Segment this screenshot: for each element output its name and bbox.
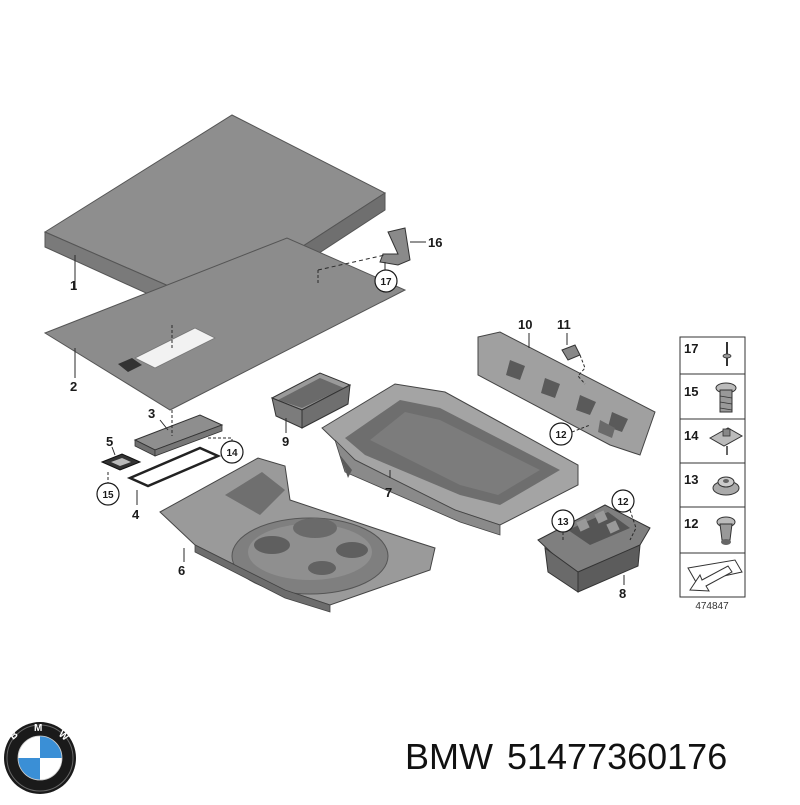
svg-text:15: 15 xyxy=(102,490,114,501)
part-number: 51477360176 xyxy=(506,736,728,777)
part-2-mat xyxy=(43,237,407,411)
circled-callout-12-panel: 12 xyxy=(549,422,591,446)
legend-13: 13 xyxy=(684,472,698,487)
legend-12: 12 xyxy=(684,516,698,531)
svg-text:14: 14 xyxy=(226,448,238,459)
callout-1: 1 xyxy=(70,278,77,293)
screw-icon xyxy=(715,382,737,413)
callout-2: 2 xyxy=(70,379,77,394)
svg-text:12: 12 xyxy=(555,430,567,441)
part-10-rear-panel xyxy=(477,331,656,456)
callout-10: 10 xyxy=(518,317,532,332)
part-6-wheel-tray xyxy=(159,457,436,613)
part-5-grommet xyxy=(100,446,142,483)
part-11-clip xyxy=(561,333,586,385)
diagram-id: 474847 xyxy=(695,601,729,612)
svg-text:17: 17 xyxy=(380,277,392,288)
callout-8: 8 xyxy=(619,586,626,601)
callout-11: 11 xyxy=(557,317,571,332)
part-3-plate xyxy=(133,410,233,457)
brand-name: BMW xyxy=(405,736,493,777)
circled-callout-14: 14 xyxy=(220,440,244,464)
expanding-rivet-icon xyxy=(716,516,736,545)
circled-callout-15: 15 xyxy=(96,482,120,506)
clip-nut-icon xyxy=(708,427,744,455)
part-8-storage-box xyxy=(537,504,651,593)
svg-text:13: 13 xyxy=(557,517,569,528)
callout-7: 7 xyxy=(385,485,392,500)
part-16-bracket xyxy=(317,227,426,283)
part-4-seal-frame xyxy=(126,446,222,505)
svg-text:12: 12 xyxy=(617,497,629,508)
callout-9: 9 xyxy=(282,434,289,449)
svg-text:M: M xyxy=(34,723,42,734)
pin-icon xyxy=(722,342,732,366)
circled-callout-13: 13 xyxy=(551,509,575,542)
legend-15: 15 xyxy=(684,384,698,399)
callout-6: 6 xyxy=(178,563,185,578)
circled-callout-12-box: 12 xyxy=(611,489,637,541)
bmw-logo: B M W xyxy=(4,722,76,794)
callout-3: 3 xyxy=(148,406,155,421)
part-7-trunk-insert xyxy=(321,383,579,536)
callout-16: 16 xyxy=(428,235,442,250)
floor-mat-arrow-icon xyxy=(687,559,743,592)
flange-nut-icon xyxy=(712,476,740,496)
legend-14: 14 xyxy=(684,428,699,443)
legend-17: 17 xyxy=(684,341,698,356)
callout-4: 4 xyxy=(132,507,140,522)
circled-callout-17: 17 xyxy=(374,269,398,293)
fastener-legend: 17 15 14 13 12 xyxy=(679,336,746,612)
callout-5: 5 xyxy=(106,434,113,449)
part-9-box xyxy=(270,372,352,433)
product-caption: BMW 51477360176 xyxy=(405,736,741,778)
